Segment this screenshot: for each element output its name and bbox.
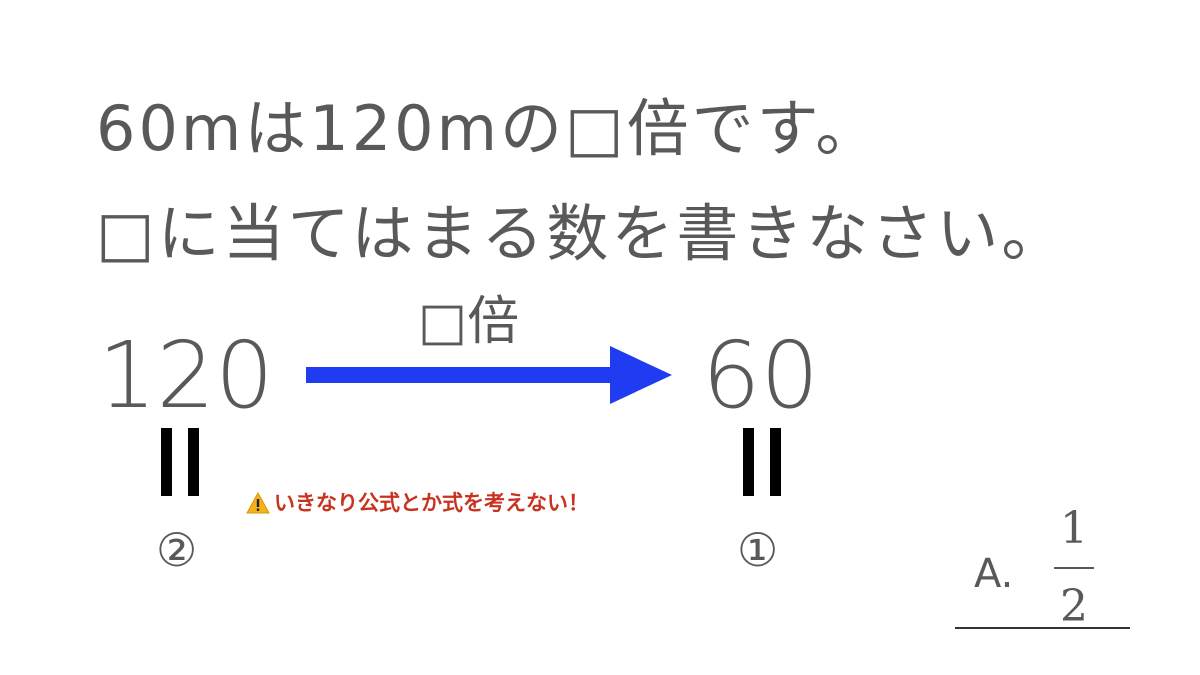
arrow-label: □倍	[418, 292, 520, 352]
right-ratio-marker: ①	[737, 523, 779, 577]
right-value: 60	[702, 322, 820, 429]
answer-numerator: 1	[1060, 503, 1088, 554]
question-line-2: □に当てはまる数を書きなさい。	[96, 197, 1067, 270]
left-value: 120	[98, 322, 274, 429]
answer-denominator: 2	[1060, 581, 1088, 632]
left-ratio-marker: ②	[156, 523, 198, 577]
warning-note: いきなり公式とか式を考えない！	[246, 492, 589, 514]
answer-label: A.	[974, 551, 1014, 597]
fraction-bar	[1054, 567, 1094, 569]
right-arrow-icon	[306, 346, 672, 404]
warning-icon	[246, 492, 270, 514]
question-line-1: 60mは120mの□倍です。	[96, 92, 881, 165]
answer-underline	[955, 627, 1130, 629]
warning-text: いきなり公式とか式を考えない！	[274, 490, 589, 515]
right-equals-sign	[743, 428, 781, 496]
left-equals-sign	[161, 428, 199, 496]
